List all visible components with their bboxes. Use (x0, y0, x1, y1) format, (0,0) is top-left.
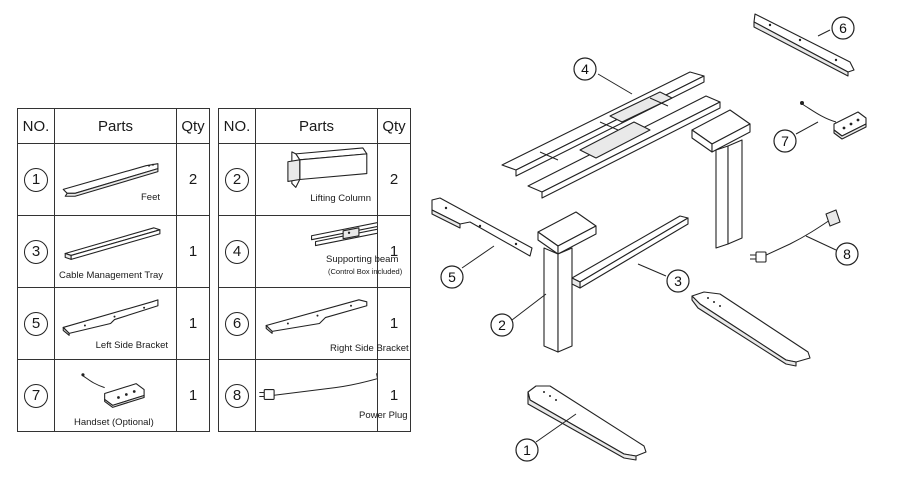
callout-number: 4 (581, 61, 589, 77)
part-number-badge: 4 (225, 239, 249, 264)
qty-value: 1 (176, 287, 210, 360)
feet-icon (62, 163, 159, 197)
left-side-bracket-drawing (431, 197, 533, 257)
feet-front-drawing (527, 385, 647, 461)
table-header-row: NO. Parts Qty (17, 108, 210, 144)
header-qty: Qty (377, 108, 411, 144)
power-plug-icon (259, 373, 377, 400)
table-row: 7 Handset (Optional) 1 (17, 359, 210, 432)
callout-7: 7 (773, 129, 797, 153)
handset-icon (81, 373, 145, 408)
callout-number: 2 (498, 317, 506, 333)
part-number-badge: 5 (24, 311, 48, 336)
qty-value: 1 (176, 359, 210, 432)
part-label-cable-tray: Cable Management Tray (59, 270, 164, 281)
callout-number: 6 (839, 20, 847, 36)
part-label-supporting-beam: Supporting beam (326, 254, 399, 265)
parts-table-right: NO. Parts Qty 2 Lifting Column 2 4 Suppo… (218, 108, 411, 432)
part-label-left-bracket: Left Side Bracket (95, 340, 168, 351)
qty-value: 2 (176, 143, 210, 216)
part-number-badge: 8 (225, 383, 249, 408)
header-no: NO. (218, 108, 256, 144)
feet-right-drawing (691, 291, 811, 367)
part-label-feet: Feet (140, 192, 160, 203)
callout-number: 3 (674, 273, 682, 289)
callout-3: 3 (666, 269, 690, 293)
right-side-bracket-drawing (753, 13, 855, 77)
part-label-handset: Handset (Optional) (74, 417, 154, 428)
callout-5: 5 (440, 265, 464, 289)
part-number-badge: 3 (24, 239, 48, 264)
callout-number: 5 (448, 269, 456, 285)
part-number-badge: 6 (225, 311, 249, 336)
qty-value: 1 (377, 359, 411, 432)
table-row: 1 Feet 2 (17, 143, 210, 216)
cable-tray-drawing (571, 215, 689, 289)
part-label-right-bracket: Right Side Bracket (330, 343, 409, 354)
right-bracket-icon (265, 299, 368, 334)
callout-number: 8 (843, 246, 851, 262)
part-number-badge: 2 (225, 167, 249, 192)
left-bracket-icon (62, 299, 159, 336)
lifting-column-icon (287, 147, 368, 188)
cable-tray-icon (64, 227, 161, 260)
supporting-beam-drawing (501, 71, 721, 199)
callout-4: 4 (573, 57, 597, 81)
lifting-column-left-drawing (537, 211, 597, 353)
qty-value: 1 (377, 215, 411, 288)
part-number-badge: 1 (24, 167, 48, 192)
header-no: NO. (17, 108, 55, 144)
part-label-lifting-column: Lifting Column (310, 193, 371, 204)
callout-number: 7 (781, 133, 789, 149)
part-sublabel-control-box: (Control Box included) (328, 267, 403, 276)
header-parts: Parts (54, 108, 177, 144)
power-plug-drawing (750, 209, 841, 263)
leader-lines (461, 29, 837, 443)
part-number-badge: 7 (24, 383, 48, 408)
lifting-column-right-drawing (691, 109, 751, 249)
parts-table-left: NO. Parts Qty 1 Feet 2 3 Cable Managemen… (17, 108, 210, 432)
callout-1: 1 (515, 438, 539, 462)
table-row: 5 Left Side Bracket 1 (17, 287, 210, 360)
table-header-row: NO. Parts Qty (218, 108, 411, 144)
table-row: 8 Power Plug 1 (218, 359, 411, 432)
supporting-beam-icon (311, 222, 377, 247)
callout-8: 8 (835, 242, 859, 266)
handset-drawing (800, 101, 867, 140)
callout-6: 6 (831, 16, 855, 40)
table-row: 3 Cable Management Tray 1 (17, 215, 210, 288)
callout-2: 2 (490, 313, 514, 337)
qty-value: 1 (176, 215, 210, 288)
callout-number: 1 (523, 442, 531, 458)
qty-value: 1 (377, 287, 411, 360)
